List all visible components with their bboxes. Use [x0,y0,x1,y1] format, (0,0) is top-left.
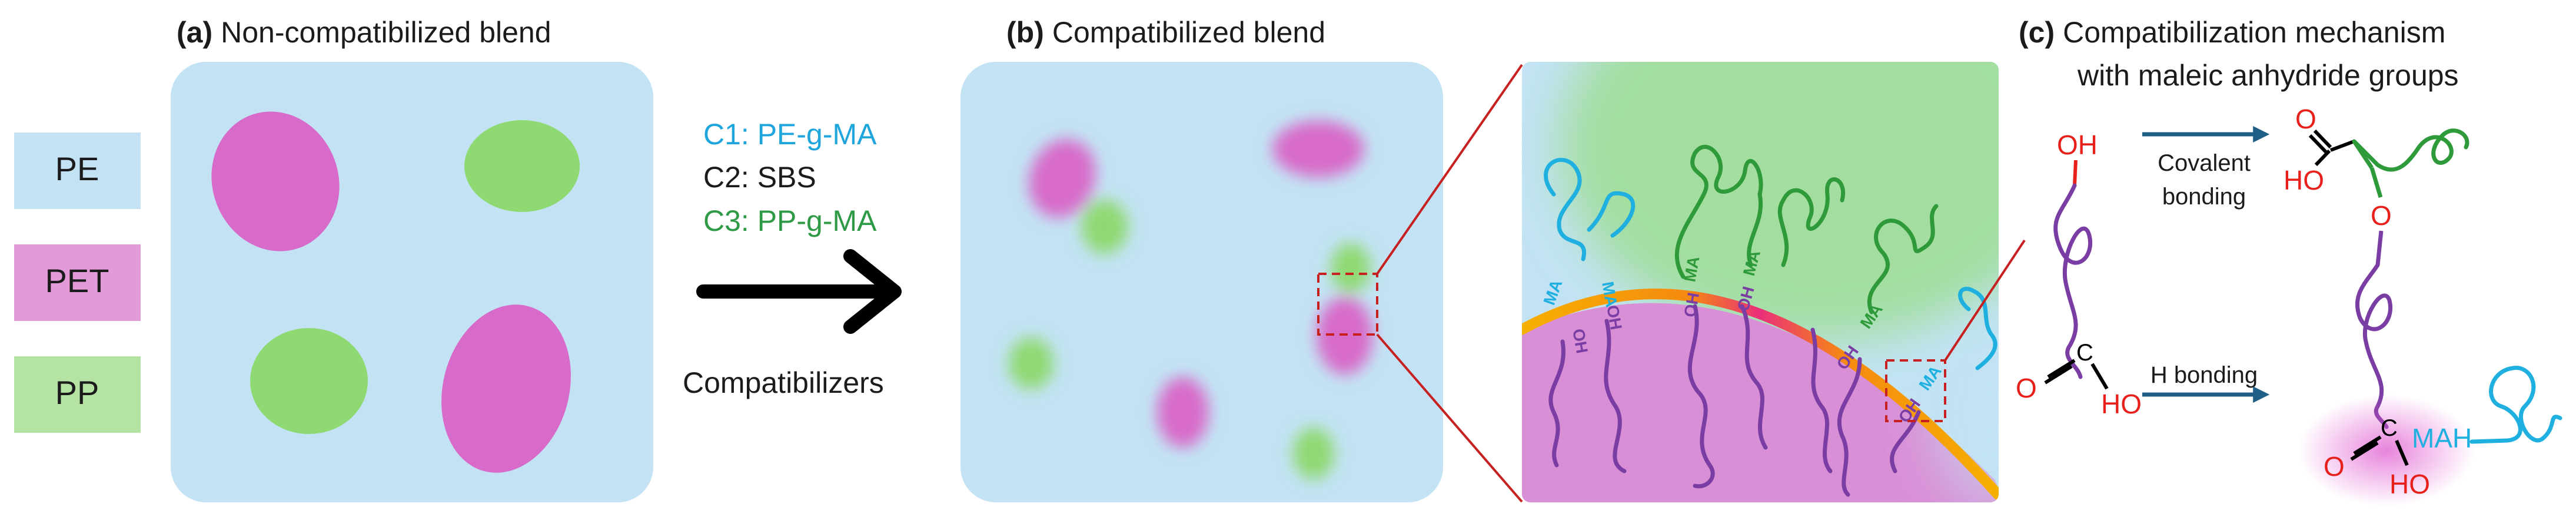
product-carbonyl-oxygen: O [2295,104,2316,134]
pe-chains [1544,158,1997,370]
pet-domain [1029,139,1096,218]
mah-group: MAH [2412,423,2472,453]
legend-swatch-pet [14,244,141,321]
zoom-pet-phase [1522,303,1999,502]
complex-pe-chain [2469,366,2562,444]
panel-c: (c)Compatibilization mechanism with male… [2016,16,2562,506]
compatibilizers-label: Compatibilizers [683,366,884,399]
mechanism-zoom-line [1944,239,2026,362]
covalent-label-line1: Covalent [2158,150,2251,176]
legend-swatch-pp [14,356,141,433]
h-bonding-label: H bonding [2150,362,2258,388]
legend-swatch-pe [14,133,141,209]
compatibilizer-arrow [696,249,902,334]
pp-chains [1674,144,1939,314]
complex-hydroxyl: HO [2389,469,2430,499]
ma-label: MA [1598,280,1621,309]
zoom-line-top [1376,64,1523,275]
legend-label-pet: PET [45,262,109,299]
hydroxyl-group: HO [2101,389,2142,419]
oh-label: OH [1603,304,1626,332]
panel-a: (a)Non-compatibilized blend [171,16,653,502]
pp-domain [464,120,580,212]
reactant-chain [2053,183,2092,379]
compatibilizer-c1: C1: PE-g-MA [703,118,877,151]
legend: PE PET PP [14,133,141,433]
legend-label-pe: PE [55,150,99,187]
pet-domain [441,304,571,473]
ma-label: MA [1680,255,1703,283]
oh-label: OH [1680,291,1703,319]
pp-domain [250,328,368,434]
zoom-pp-phase [1560,62,1999,342]
panel-b-title: (b)Compatibilized blend [1006,16,1325,49]
product-pp-chain [2352,128,2469,172]
zoom-region-box [1317,273,1378,336]
complex-carbonyl-oxygen: O [2324,451,2345,482]
ester-oxygen: O [2371,200,2392,231]
compatibilizer-c3: C3: PP-g-MA [703,204,877,237]
carbonyl-oxygen: O [2016,373,2037,403]
pet-domain [211,111,340,251]
oh-label: OH [1569,327,1591,355]
panel-b: (b)Compatibilized blend [960,16,1523,503]
pet-chains [1548,304,1921,497]
compatibilizer-list: C1: PE-g-MA C2: SBS C3: PP-g-MA Compatib… [683,118,902,399]
compatibilizer-c2: C2: SBS [703,161,816,194]
zoomed-interface: MA OH MA OH OH MA OH MA OH MA OH MA [1522,62,1999,502]
pet-glow [2298,395,2475,506]
product-hydroxyl: HO [2284,165,2324,196]
pp-domain [1293,428,1334,479]
panel-c-title-line1: (c)Compatibilization mechanism [2019,16,2445,49]
carbon-atom: C [2076,340,2093,366]
panel-c-title-line2: with maleic anhydride groups [2077,59,2459,92]
mechanism-region-box [1885,359,1946,422]
zoom-line-bottom [1376,333,1523,503]
pet-domain [1157,377,1209,448]
panel-a-title: (a)Non-compatibilized blend [177,16,551,49]
legend-label-pp: PP [55,374,99,411]
pet-domain [1272,121,1364,177]
oh-group: OH [2057,130,2098,160]
pp-domain [1081,200,1128,254]
pp-domain [1009,337,1053,389]
pp-domain [1331,243,1371,293]
complex-carbon: C [2381,415,2398,441]
covalent-label-line2: bonding [2162,184,2246,210]
